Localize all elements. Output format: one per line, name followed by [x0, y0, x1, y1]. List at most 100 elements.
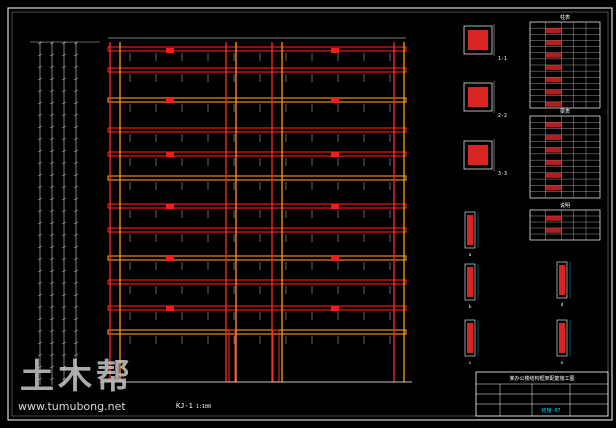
dim-tick [49, 233, 55, 237]
beam-tag [331, 48, 339, 53]
column-table-cell-highlight [545, 40, 562, 46]
dim-tick [61, 221, 67, 225]
dim-tick [61, 293, 67, 297]
title-block: 某办公楼结构框架配筋施工图 结施-07 [475, 371, 609, 417]
dim-tick [37, 305, 43, 309]
dim-tick [49, 209, 55, 213]
dim-tick [37, 77, 43, 81]
dim-tick [37, 137, 43, 141]
dim-tick [61, 269, 67, 273]
beam-table-title: 梁表 [560, 108, 570, 115]
beam [107, 255, 407, 261]
dim-tick [61, 377, 67, 381]
dim-tick [73, 101, 79, 105]
dim-tick [37, 209, 43, 213]
dim-tick [37, 257, 43, 261]
beam [107, 329, 407, 335]
dim-tick [73, 77, 79, 81]
dim-tick [61, 233, 67, 237]
detail-label: b [469, 304, 472, 310]
dim-tick [37, 53, 43, 57]
beam-tag [331, 306, 339, 311]
beam [107, 175, 407, 181]
dim-tick [49, 329, 55, 333]
dim-tick [73, 293, 79, 297]
dim-tick [61, 341, 67, 345]
frame-scale: 1:100 [196, 404, 211, 410]
dim-tick [61, 365, 67, 369]
dim-tick [49, 149, 55, 153]
dim-tick [49, 341, 55, 345]
dim-tick [37, 65, 43, 69]
dim-tick [37, 365, 43, 369]
dim-tick [61, 41, 67, 45]
section-rebar-core [468, 87, 488, 107]
inner-border [11, 11, 609, 417]
dim-tick [73, 245, 79, 249]
dim-tick [49, 305, 55, 309]
dim-tick [61, 53, 67, 57]
dim-tick [73, 221, 79, 225]
beam-tag [166, 48, 174, 53]
dim-tick [49, 317, 55, 321]
dim-tick [73, 257, 79, 261]
beam-tag [166, 152, 174, 157]
dim-tick [37, 281, 43, 285]
vertical-dimension-chains [30, 41, 100, 385]
dim-tick [37, 41, 43, 45]
dim-tick [61, 197, 67, 201]
dim-tick [61, 77, 67, 81]
section-label: 2-2 [498, 113, 507, 119]
column-table-cell-highlight [545, 77, 562, 83]
dim-tick [61, 305, 67, 309]
outer-border [7, 7, 613, 421]
column-table-cell-highlight [545, 28, 562, 34]
detail-outline [464, 319, 476, 357]
summary-table-cell-highlight [545, 228, 562, 233]
detail-rebar [467, 323, 473, 353]
dim-tick [61, 353, 67, 357]
dim-tick [49, 293, 55, 297]
beam-tag [331, 98, 339, 103]
detail-rebar [559, 265, 565, 295]
beam-tag [166, 256, 174, 261]
detail-rebar [559, 323, 565, 353]
dim-tick [49, 173, 55, 177]
dim-tick [37, 269, 43, 273]
beam-tag [166, 98, 174, 103]
dim-tick [49, 41, 55, 45]
dim-tick [37, 125, 43, 129]
beam-table-cell-highlight [545, 122, 562, 128]
dim-tick [37, 353, 43, 357]
dim-tick [73, 341, 79, 345]
beam [107, 279, 407, 285]
dim-tick [73, 317, 79, 321]
beam [107, 305, 407, 311]
dim-tick [37, 197, 43, 201]
dim-tick [37, 161, 43, 165]
beam [107, 203, 407, 209]
dim-tick [61, 317, 67, 321]
column-table-cell-highlight [545, 101, 562, 107]
dim-tick [73, 53, 79, 57]
summary-table-title: 说明 [560, 202, 570, 209]
beam-table-cell-highlight [545, 185, 562, 191]
dim-tick [61, 89, 67, 93]
beam-tag [166, 204, 174, 209]
frame-label: KJ-1 [176, 402, 193, 410]
beam [107, 151, 407, 157]
dim-tick [37, 173, 43, 177]
detail-label: c [469, 361, 472, 366]
detail-label: a [469, 253, 472, 258]
dim-tick [73, 353, 79, 357]
beam-table-cell-highlight [545, 172, 562, 178]
dim-tick [37, 341, 43, 345]
dim-tick [49, 113, 55, 117]
dim-tick [49, 365, 55, 369]
detail-rebar [467, 267, 473, 297]
beam-table-cell-highlight [545, 147, 562, 153]
dim-tick [49, 89, 55, 93]
watermark-logo: 土木帮 [20, 357, 134, 397]
dim-tick [37, 101, 43, 105]
